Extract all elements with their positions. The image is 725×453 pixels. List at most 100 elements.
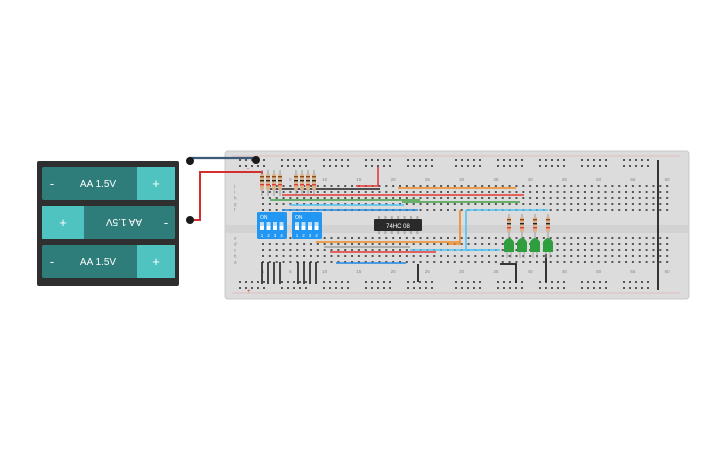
breadboard-hole[interactable] [467, 197, 470, 199]
rail-hole[interactable] [383, 165, 385, 167]
resistor[interactable] [272, 170, 276, 196]
breadboard-hole[interactable] [631, 249, 634, 251]
breadboard-hole[interactable] [638, 191, 641, 193]
breadboard-hole[interactable] [460, 203, 463, 205]
breadboard-hole[interactable] [344, 203, 347, 205]
breadboard-hole[interactable] [611, 197, 614, 199]
rail-hole[interactable] [599, 159, 601, 161]
rail-hole[interactable] [323, 281, 325, 283]
led[interactable] [504, 214, 514, 258]
breadboard-hole[interactable] [597, 209, 600, 211]
breadboard-hole[interactable] [556, 191, 559, 193]
rail-hole[interactable] [257, 165, 259, 167]
breadboard-hole[interactable] [351, 197, 354, 199]
rail-hole[interactable] [587, 165, 589, 167]
breadboard-hole[interactable] [405, 237, 408, 239]
breadboard-hole[interactable] [399, 197, 401, 199]
rail-hole[interactable] [461, 281, 463, 283]
breadboard-hole[interactable] [309, 203, 312, 205]
breadboard-hole[interactable] [618, 197, 621, 199]
breadboard-hole[interactable] [378, 249, 381, 251]
breadboard-hole[interactable] [351, 185, 354, 187]
breadboard-hole[interactable] [597, 237, 600, 239]
breadboard-hole[interactable] [515, 255, 518, 257]
breadboard-hole[interactable] [316, 255, 319, 257]
breadboard-hole[interactable] [268, 249, 271, 251]
breadboard-hole[interactable] [357, 255, 360, 257]
breadboard-hole[interactable] [611, 191, 614, 193]
breadboard-hole[interactable] [351, 249, 354, 251]
breadboard-hole[interactable] [460, 197, 463, 199]
breadboard-hole[interactable] [392, 185, 395, 187]
breadboard-hole[interactable] [419, 255, 422, 257]
breadboard-hole[interactable] [583, 255, 586, 257]
breadboard-hole[interactable] [330, 249, 333, 251]
breadboard-hole[interactable] [631, 255, 634, 257]
breadboard-hole[interactable] [570, 261, 573, 263]
breadboard-hole[interactable] [590, 261, 593, 263]
breadboard-hole[interactable] [604, 185, 607, 187]
breadboard-hole[interactable] [625, 197, 628, 199]
breadboard-hole[interactable] [446, 209, 449, 211]
rail-hole[interactable] [347, 287, 349, 289]
breadboard-hole[interactable] [303, 185, 306, 187]
breadboard-hole[interactable] [618, 185, 621, 187]
breadboard-hole[interactable] [440, 185, 443, 187]
breadboard-hole[interactable] [666, 261, 669, 263]
rail-hole[interactable] [293, 287, 295, 289]
breadboard-hole[interactable] [371, 255, 374, 257]
rail-hole[interactable] [239, 159, 241, 161]
breadboard-hole[interactable] [570, 203, 573, 205]
breadboard-hole[interactable] [659, 209, 662, 211]
breadboard-hole[interactable] [364, 255, 367, 257]
breadboard-hole[interactable] [460, 209, 463, 211]
rail-hole[interactable] [497, 281, 499, 283]
breadboard-hole[interactable] [282, 249, 285, 251]
rail-hole[interactable] [647, 165, 649, 167]
breadboard-hole[interactable] [385, 249, 388, 251]
rail-hole[interactable] [479, 281, 481, 283]
breadboard-hole[interactable] [590, 191, 593, 193]
breadboard-hole[interactable] [625, 243, 628, 245]
breadboard-hole[interactable] [467, 243, 470, 245]
breadboard-hole[interactable] [536, 185, 538, 187]
breadboard-hole[interactable] [501, 185, 504, 187]
rail-hole[interactable] [263, 281, 265, 283]
rail-hole[interactable] [539, 165, 541, 167]
breadboard-hole[interactable] [440, 203, 443, 205]
breadboard-hole[interactable] [351, 203, 354, 205]
breadboard-hole[interactable] [344, 261, 347, 263]
breadboard-hole[interactable] [357, 203, 360, 205]
rail-hole[interactable] [335, 281, 337, 283]
breadboard-hole[interactable] [316, 185, 319, 187]
breadboard-hole[interactable] [563, 197, 566, 199]
rail-hole[interactable] [299, 159, 301, 161]
rail-hole[interactable] [371, 165, 373, 167]
breadboard-hole[interactable] [275, 249, 278, 251]
breadboard-hole[interactable] [412, 237, 415, 239]
rail-hole[interactable] [239, 287, 241, 289]
breadboard-hole[interactable] [399, 261, 401, 263]
breadboard-hole[interactable] [303, 203, 306, 205]
rail-hole[interactable] [365, 159, 367, 161]
breadboard-hole[interactable] [645, 261, 648, 263]
rail-hole[interactable] [305, 287, 307, 289]
rail-hole[interactable] [377, 281, 379, 283]
rail-hole[interactable] [323, 287, 325, 289]
rail-hole[interactable] [545, 159, 547, 161]
breadboard-hole[interactable] [618, 209, 621, 211]
breadboard-hole[interactable] [426, 191, 429, 193]
breadboard-hole[interactable] [563, 191, 566, 193]
breadboard-hole[interactable] [392, 261, 395, 263]
breadboard-hole[interactable] [583, 185, 586, 187]
battery-cell[interactable]: +-AA 1.5V [42, 206, 175, 239]
breadboard-hole[interactable] [467, 191, 470, 193]
breadboard-hole[interactable] [563, 249, 566, 251]
breadboard-hole[interactable] [529, 261, 532, 263]
breadboard-hole[interactable] [309, 197, 312, 199]
rail-hole[interactable] [293, 281, 295, 283]
rail-hole[interactable] [413, 287, 415, 289]
breadboard-hole[interactable] [583, 237, 586, 239]
breadboard-hole[interactable] [296, 243, 299, 245]
breadboard-hole[interactable] [399, 237, 401, 239]
